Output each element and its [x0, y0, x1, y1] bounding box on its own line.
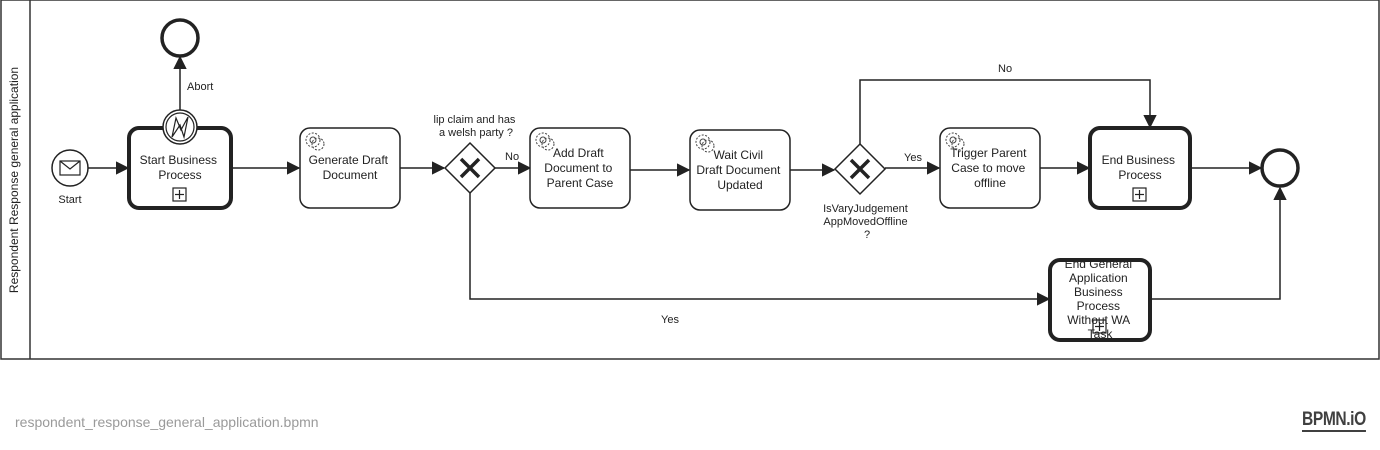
subprocess-marker-icon	[1132, 187, 1147, 202]
gear-icon	[695, 134, 715, 153]
file-name: respondent_response_general_application.…	[15, 414, 319, 430]
flow-gateway2-no[interactable]	[859, 79, 1157, 144]
gear-icon	[945, 132, 965, 151]
gateway1-label: lip claim and has a welsh party ?	[434, 114, 519, 139]
flow-label-yes-2: Yes	[904, 152, 922, 164]
boundary-error-event[interactable]	[162, 109, 198, 145]
envelope-icon	[59, 160, 81, 176]
task-end-general-application[interactable]: End General Application Business Process…	[1048, 257, 1152, 342]
start-message-event[interactable]	[51, 149, 89, 187]
subprocess-marker-icon	[1092, 319, 1107, 334]
end-event[interactable]	[1260, 148, 1300, 188]
task-add-draft-document[interactable]: Add Draft Document to Parent Case	[529, 127, 631, 209]
error-lightning-icon	[171, 115, 189, 140]
flow-gateway1-yes[interactable]	[469, 193, 1051, 306]
subprocess-marker-icon	[172, 187, 187, 202]
x-marker-icon	[459, 157, 481, 179]
task-label: Generate Draft Document	[309, 153, 392, 182]
abort-flow-label: Abort	[187, 81, 213, 93]
flow-end-general-to-end[interactable]	[1151, 186, 1287, 300]
x-marker-icon	[849, 158, 871, 180]
flow-label-no-1: No	[505, 151, 519, 163]
task-label: Wait Civil Draft Document Updated	[696, 148, 783, 192]
sequence-flows	[88, 55, 1287, 306]
bpmn-io-logo[interactable]: BPMN.iO	[1302, 409, 1366, 432]
task-label: Add Draft Document to Parent Case	[544, 146, 615, 190]
gateway2-label: IsVaryJudgement AppMovedOffline ?	[823, 203, 911, 241]
task-label: End General Application Business Process…	[1065, 257, 1136, 341]
task-label: End Business Process	[1102, 153, 1179, 182]
flow-label-yes-1: Yes	[661, 314, 679, 326]
abort-end-event[interactable]	[160, 18, 200, 58]
task-wait-civil-draft[interactable]: Wait Civil Draft Document Updated	[689, 129, 791, 211]
task-generate-draft-document[interactable]: Generate Draft Document	[299, 127, 401, 209]
task-start-business-process[interactable]: Start Business Process	[127, 126, 233, 210]
exclusive-gateway-1[interactable]	[443, 141, 497, 195]
gear-icon	[305, 132, 325, 151]
task-end-business-process[interactable]: End Business Process	[1088, 126, 1192, 210]
flow-label-no-2: No	[998, 63, 1012, 75]
start-event-label: Start	[58, 194, 81, 206]
task-label: Start Business Process	[140, 153, 221, 182]
exclusive-gateway-2[interactable]	[833, 142, 887, 196]
pool-label: Respondent Response general application	[7, 67, 21, 293]
gear-icon	[535, 132, 555, 151]
task-trigger-parent-case[interactable]: Trigger Parent Case to move offline	[939, 127, 1041, 209]
task-label: Trigger Parent Case to move offline	[950, 146, 1030, 190]
